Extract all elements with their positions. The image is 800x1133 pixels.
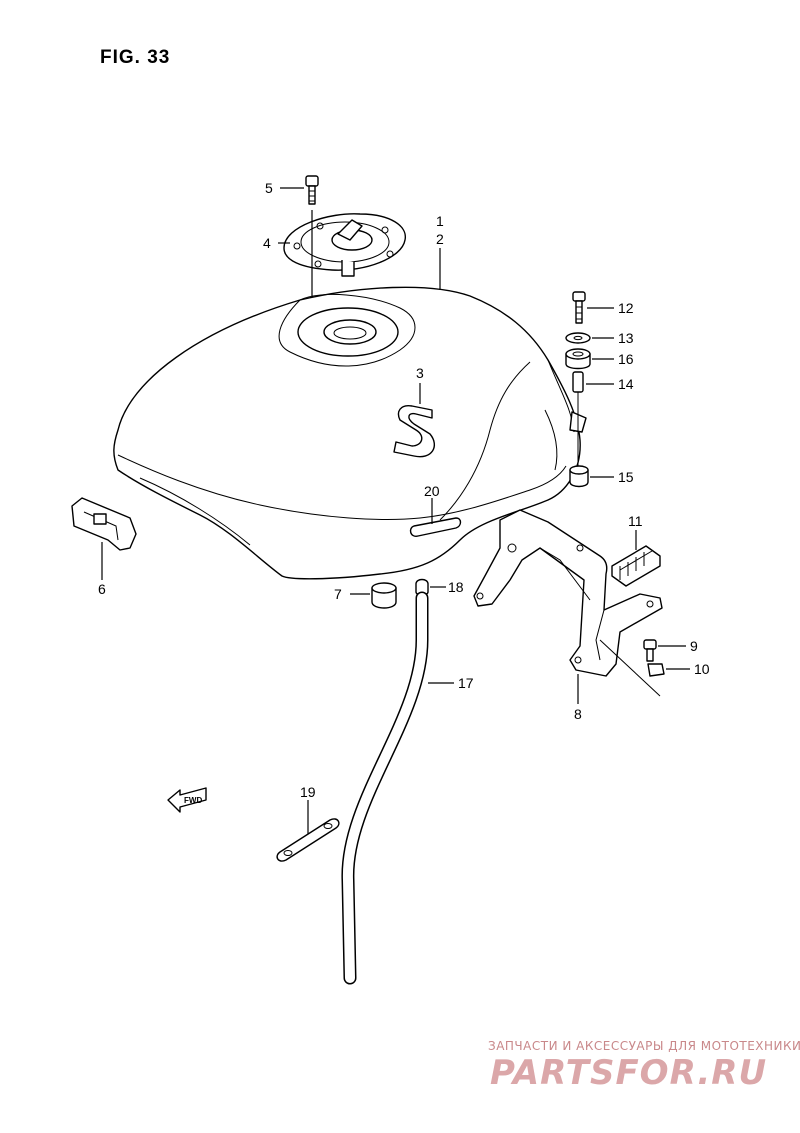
callout-12: 12: [618, 300, 634, 316]
callout-18: 18: [448, 579, 464, 595]
watermark-tagline: ЗАПЧАСТИ И АКСЕССУАРЫ ДЛЯ МОТОТЕХНИКИ: [488, 1039, 800, 1053]
callout-9: 9: [690, 638, 698, 654]
part-17-hose: [341, 591, 429, 985]
watermark-brand: PARTSFOR.RU: [490, 1053, 767, 1093]
fwd-label: FWD: [184, 796, 202, 805]
part-4-fuel-cap: [283, 213, 406, 277]
callout-19: 19: [300, 784, 316, 800]
callout-7: 7: [334, 586, 342, 602]
part-7-cap: [371, 582, 397, 609]
callout-11: 11: [628, 513, 643, 529]
callout-5: 5: [265, 180, 273, 196]
callout-1: 1: [436, 213, 444, 229]
callout-17: 17: [458, 675, 474, 691]
part-13-washer: [565, 332, 591, 344]
figure-title: FIG. 33: [100, 47, 170, 68]
callout-13: 13: [618, 330, 634, 346]
part-14-collar: [572, 371, 584, 393]
part-15-grommet: [569, 465, 589, 488]
part-12-bolt: [572, 291, 586, 324]
part-19-hose-clip: [276, 818, 340, 862]
part-20-label: [409, 517, 462, 537]
assembly-line-bracket: [599, 639, 661, 697]
watermark: ЗАПЧАСТИ И АКСЕССУАРЫ ДЛЯ МОТОТЕХНИКИ PA…: [488, 1039, 800, 1093]
callout-10: 10: [694, 661, 710, 677]
part-8-bracket: [473, 509, 663, 677]
callout-2: 2: [436, 231, 444, 247]
callout-3: 3: [416, 365, 424, 381]
callout-20: 20: [424, 483, 440, 499]
callout-8: 8: [574, 706, 582, 722]
callout-16: 16: [618, 351, 634, 367]
part-11-pad: [611, 545, 661, 587]
callout-4: 4: [263, 235, 271, 251]
part-5-screw: [305, 175, 319, 205]
callout-14: 14: [618, 376, 634, 392]
part-1-2-fuel-tank: [113, 286, 587, 580]
fwd-arrow-icon: FWD: [167, 787, 207, 813]
part-10-nut: [647, 663, 665, 677]
part-3-emblem: [393, 405, 435, 458]
callout-6: 6: [98, 581, 106, 597]
part-6-clamp: [71, 497, 137, 551]
part-9-bolt: [643, 639, 657, 662]
part-16-damper: [565, 348, 591, 370]
callout-15: 15: [618, 469, 634, 485]
